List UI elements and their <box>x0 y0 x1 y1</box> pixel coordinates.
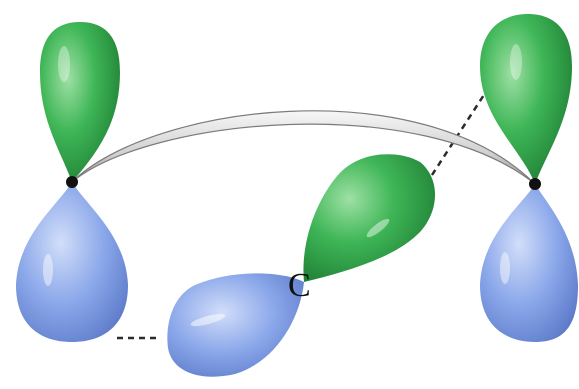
right-upper-lobe-highlight <box>510 44 522 80</box>
left-nucleus <box>66 176 78 188</box>
bond-arc <box>72 111 535 184</box>
right-lower-lobe-highlight <box>500 252 510 284</box>
right-lower-lobe <box>480 184 578 342</box>
right-nucleus <box>529 178 541 190</box>
central-carbon-p-orbital: C <box>167 154 435 377</box>
left-lower-lobe-highlight <box>43 254 53 286</box>
central-upper-lobe <box>303 154 435 282</box>
left-upper-lobe-highlight <box>58 46 70 82</box>
carbon-atom-label: C <box>288 267 311 304</box>
left-lower-lobe <box>16 182 128 342</box>
central-lower-lobe <box>167 273 304 376</box>
